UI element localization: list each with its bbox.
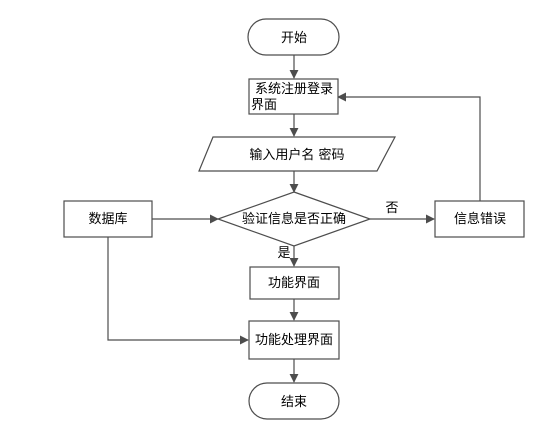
node-input-credentials-label: 输入用户名 密码 — [249, 147, 344, 163]
node-register-login-label-2: 界面 — [251, 98, 277, 113]
edges — [107, 55, 481, 383]
node-function-ui-label: 功能界面 — [268, 276, 320, 291]
edge-label-yes: 是 — [277, 246, 290, 261]
node-verify-decision: 验证信息是否正确 — [216, 191, 372, 247]
node-info-error-label: 信息错误 — [454, 211, 506, 227]
node-start-label: 开始 — [281, 31, 307, 46]
node-info-error: 信息错误 — [434, 200, 525, 238]
node-end-label: 结束 — [281, 395, 307, 410]
node-function-process-ui: 功能处理界面 — [248, 320, 340, 360]
edge-error-to-register — [337, 92, 481, 201]
node-register-login: 系统注册登录 界面 — [248, 78, 339, 115]
node-function-process-ui-label: 功能处理界面 — [255, 333, 333, 348]
node-end: 结束 — [248, 382, 340, 420]
node-database-label: 数据库 — [88, 211, 127, 227]
edge-label-no: 否 — [385, 201, 398, 216]
node-database: 数据库 — [63, 200, 153, 238]
node-register-login-label-1: 系统注册登录 — [255, 82, 333, 97]
node-input-credentials: 输入用户名 密码 — [198, 136, 396, 172]
node-verify-label: 验证信息是否正确 — [242, 211, 346, 227]
node-function-ui: 功能界面 — [249, 266, 340, 300]
edge-database-to-process — [107, 237, 249, 345]
node-start: 开始 — [247, 18, 340, 56]
